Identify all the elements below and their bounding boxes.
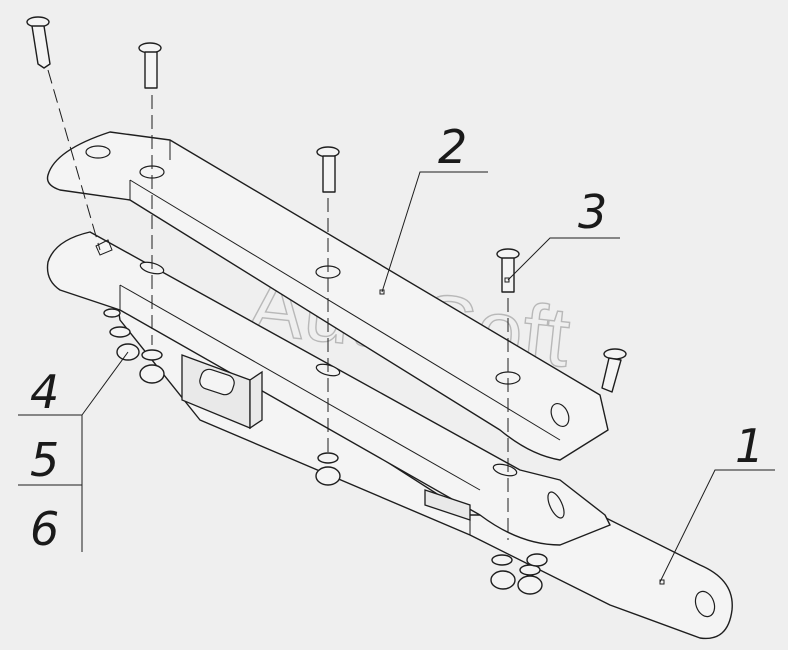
callout-number-6: 6 — [30, 502, 59, 556]
screw-2 — [138, 42, 162, 89]
screw-1 — [26, 16, 51, 69]
callout-1: 1 — [659, 419, 775, 583]
callout-number-5: 5 — [30, 433, 59, 487]
callout-2: 2 — [381, 120, 488, 293]
part-3-screws — [26, 16, 627, 393]
part-2-strip — [46, 131, 609, 461]
assembly-axes — [47, 69, 509, 540]
screw-5 — [601, 348, 627, 393]
screw-4 — [496, 248, 520, 293]
part-2-hole-5 — [550, 403, 570, 427]
callout-3: 3 — [507, 185, 620, 281]
callout-number-4: 4 — [30, 365, 59, 419]
screw-3 — [316, 146, 340, 193]
part-4-5-6-fasteners — [103, 308, 548, 595]
part-2-hole-1 — [85, 145, 111, 159]
callout-number-2: 2 — [438, 120, 467, 174]
part-1-tab-hole — [694, 590, 716, 618]
callout-4-5-6: 4 5 6 — [18, 351, 129, 556]
callout-number-3: 3 — [578, 185, 607, 239]
callout-number-1: 1 — [735, 419, 764, 473]
part-1-bracket — [114, 287, 733, 640]
